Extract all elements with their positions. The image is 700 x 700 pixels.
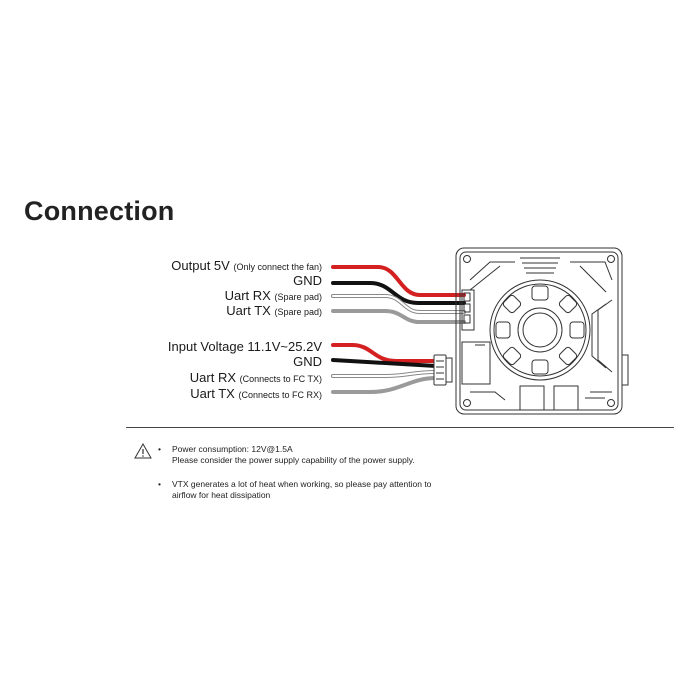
- wire-note: (Only connect the fan): [233, 262, 322, 272]
- wire-name: Output 5V: [171, 258, 230, 273]
- label-input-voltage: Input Voltage 11.1V~25.2V: [168, 339, 322, 354]
- wire-note: (Spare pad): [274, 307, 322, 317]
- note-line: airflow for heat dissipation: [172, 490, 271, 500]
- note-line: VTX generates a lot of heat when working…: [172, 479, 432, 489]
- notes-list: • Power consumption: 12V@1.5A Please con…: [158, 444, 431, 514]
- label-output-5v: Output 5V (Only connect the fan): [171, 258, 322, 273]
- vtx-module-fan-icon: [455, 247, 629, 415]
- wire-name: GND: [293, 273, 322, 288]
- note-line: Please consider the power supply capabil…: [172, 455, 415, 465]
- wire-group-1: [331, 265, 466, 324]
- note-item: • Power consumption: 12V@1.5A Please con…: [158, 444, 431, 466]
- label-uart-tx-2: Uart TX (Connects to FC RX): [190, 386, 322, 401]
- wire-note: (Connects to FC TX): [239, 374, 322, 384]
- label-uart-rx-2: Uart RX (Connects to FC TX): [190, 370, 322, 385]
- wire-name: Uart TX: [190, 386, 235, 401]
- label-uart-rx-1: Uart RX (Spare pad): [225, 288, 322, 303]
- note-item: • VTX generates a lot of heat when worki…: [158, 479, 431, 501]
- wire-name: GND: [293, 354, 322, 369]
- wire-black-1: [331, 281, 466, 305]
- wire-red-2: [331, 343, 438, 363]
- wire-note: (Spare pad): [274, 292, 322, 302]
- wire-note: (Connects to FC RX): [238, 390, 322, 400]
- wire-name: Uart RX: [189, 370, 237, 385]
- wire-grey-2: [331, 376, 438, 394]
- note-line: Power consumption: 12V@1.5A: [172, 444, 293, 454]
- wire-red-1: [331, 265, 466, 297]
- warning-triangle-icon: [134, 443, 152, 459]
- wire-group-2: [331, 343, 438, 394]
- section-divider: [126, 427, 674, 428]
- wire-black-2: [331, 358, 438, 368]
- wire-grey-1: [331, 309, 466, 324]
- connector-plug: [433, 354, 453, 386]
- page-title: Connection: [24, 196, 175, 226]
- wire-name: Uart RX: [224, 288, 271, 303]
- label-gnd-2: GND: [293, 354, 322, 369]
- label-uart-tx-1: Uart TX (Spare pad): [226, 303, 322, 318]
- wire-name: Uart TX: [226, 303, 271, 318]
- wire-name: Input Voltage 11.1V~25.2V: [167, 339, 322, 354]
- label-gnd-1: GND: [293, 273, 322, 288]
- bullet-dot: •: [158, 444, 161, 454]
- bullet-dot: •: [158, 479, 161, 489]
